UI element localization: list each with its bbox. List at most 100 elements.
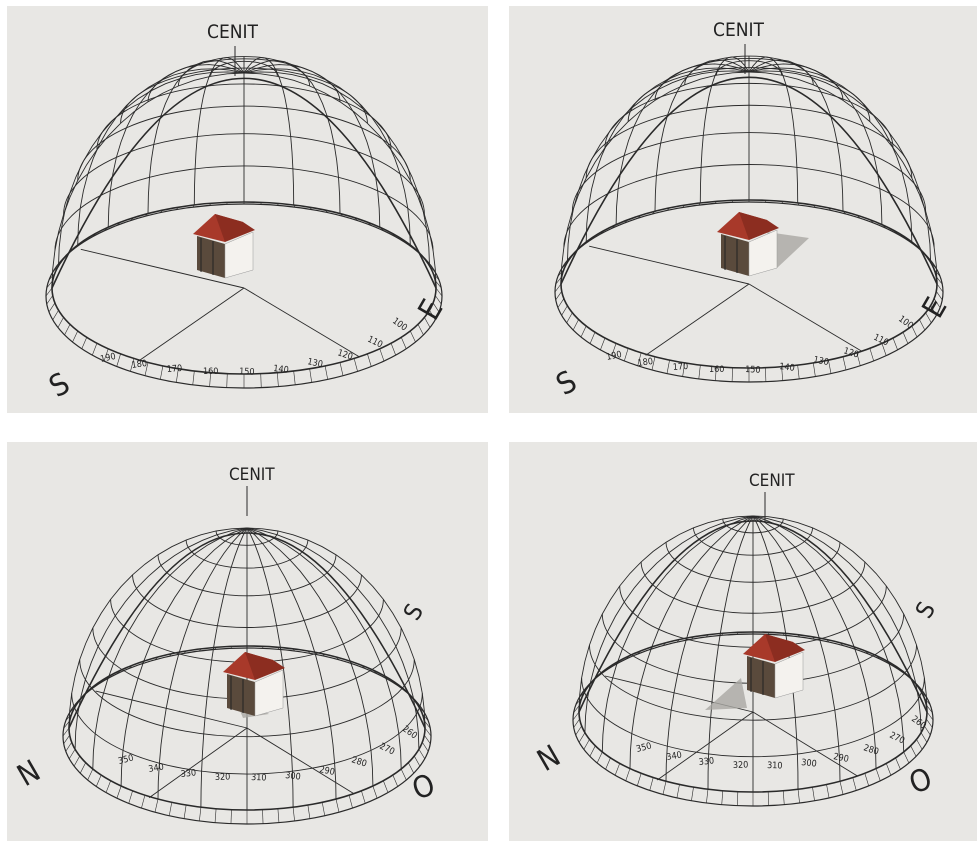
azimuth-tick	[435, 280, 442, 289]
azimuth-tick	[765, 367, 767, 382]
azimuth-tick	[424, 727, 432, 737]
azimuth-meridian	[748, 59, 844, 212]
azimuth-tick-label: 280	[862, 743, 880, 757]
celestial-dome-grid	[560, 44, 938, 285]
azimuth-tick	[902, 332, 909, 344]
dome-outline	[68, 532, 426, 729]
azimuth-tick-label: 340	[666, 750, 683, 763]
azimuth-tick	[910, 677, 917, 684]
azimuth-tick	[572, 319, 579, 331]
azimuth-tick	[924, 725, 931, 736]
azimuth-tick	[856, 214, 861, 219]
azimuth-tick	[105, 675, 111, 680]
azimuth-tick	[578, 691, 586, 698]
azimuth-tick	[919, 319, 926, 331]
azimuth-meridian	[752, 515, 905, 753]
azimuth-tick	[62, 727, 70, 737]
azimuth-meridian	[243, 60, 341, 214]
azimuth-tick	[916, 739, 923, 750]
azimuth-tick	[925, 255, 932, 262]
azimuth-tick	[324, 209, 328, 213]
azimuth-tick	[767, 632, 769, 635]
azimuth-tick-label: 290	[832, 752, 849, 765]
azimuth-tick	[339, 213, 344, 217]
celestial-dome-grid	[68, 486, 426, 810]
azimuth-tick	[87, 768, 94, 781]
azimuth-tick	[293, 371, 296, 385]
azimuth-tick	[226, 202, 228, 205]
azimuth-tick-label: 190	[100, 352, 117, 365]
azimuth-tick-label: 290	[318, 765, 335, 778]
azimuth-tick	[48, 272, 56, 281]
azimuth-tick-label: 350	[635, 741, 652, 754]
azimuth-meridian	[699, 56, 750, 203]
azimuth-tick	[277, 808, 280, 823]
azimuth-tick	[81, 337, 87, 349]
azimuth-tick	[414, 755, 421, 767]
celestial-dome-grid	[578, 492, 928, 792]
azimuth-tick	[881, 343, 887, 356]
azimuth-tick	[614, 660, 620, 665]
azimuth-tick	[797, 202, 800, 206]
azimuth-tick-label: 320	[733, 760, 749, 771]
ground-axis-line	[657, 711, 754, 781]
azimuth-tick	[260, 373, 262, 388]
azimuth-tick	[422, 742, 429, 752]
azimuth-tick	[649, 777, 654, 791]
azimuth-tick	[81, 238, 87, 244]
azimuth-tick	[103, 226, 109, 232]
dome-outline	[578, 520, 928, 713]
azimuth-tick	[408, 762, 415, 774]
azimuth-tick-label: 300	[285, 771, 301, 783]
azimuth-tick	[737, 791, 739, 806]
azimuth-tick	[199, 807, 202, 822]
azimuth-meridian	[246, 527, 337, 800]
azimuth-tick	[781, 366, 783, 381]
azimuth-tick	[589, 745, 596, 757]
azimuth-tick	[277, 203, 279, 206]
azimuth-tick	[401, 337, 407, 349]
house-roof-back	[215, 214, 255, 242]
azimuth-tick	[65, 742, 72, 752]
azimuth-tick	[432, 302, 440, 313]
cardinal-label-o: O	[408, 767, 440, 807]
house-shadow	[767, 232, 809, 268]
azimuth-meridian	[707, 515, 754, 790]
azimuth-tick	[400, 686, 407, 693]
azimuth-tick-label: 120	[336, 348, 354, 362]
azimuth-tick	[383, 780, 389, 793]
azimuth-meridian	[560, 71, 750, 285]
azimuth-tick	[277, 647, 280, 650]
azimuth-tick	[424, 317, 431, 328]
azimuth-tick	[666, 360, 670, 374]
azimuth-tick	[826, 784, 830, 798]
azimuth-tick	[367, 353, 372, 367]
house-side-wall	[774, 651, 804, 699]
azimuth-scale-labels: 190 180 170 160 150 140 130 120 110 100	[100, 316, 409, 377]
azimuth-tick	[154, 656, 159, 661]
azimuth-tick	[578, 732, 586, 743]
azimuth-meridian	[157, 527, 248, 800]
azimuth-tick	[183, 805, 187, 819]
azimuth-tick	[348, 660, 353, 665]
azimuth-tick	[46, 280, 53, 289]
house-shadow	[705, 678, 747, 710]
azimuth-tick	[73, 755, 80, 767]
azimuth-tick	[418, 749, 425, 759]
ground-axis-line	[589, 245, 750, 285]
azimuth-tick	[183, 650, 187, 654]
azimuth-tick	[175, 368, 179, 383]
azimuth-tick	[292, 648, 295, 652]
sun-path-dome-diagram: CENIT N O S 350 340 330 320 310 300 290 …	[12, 465, 440, 825]
azimuth-meridian	[748, 56, 799, 203]
azimuth-tick	[116, 669, 122, 674]
azimuth-tick	[63, 720, 70, 729]
azimuth-tick-label: 150	[239, 367, 255, 378]
house-roof-back	[245, 652, 285, 680]
azimuth-tick	[307, 650, 311, 654]
azimuth-tick	[372, 669, 378, 674]
azimuth-meridian	[752, 515, 799, 790]
azimuth-tick	[583, 684, 590, 691]
dome-outline	[51, 77, 437, 289]
azimuth-tick	[930, 262, 937, 269]
